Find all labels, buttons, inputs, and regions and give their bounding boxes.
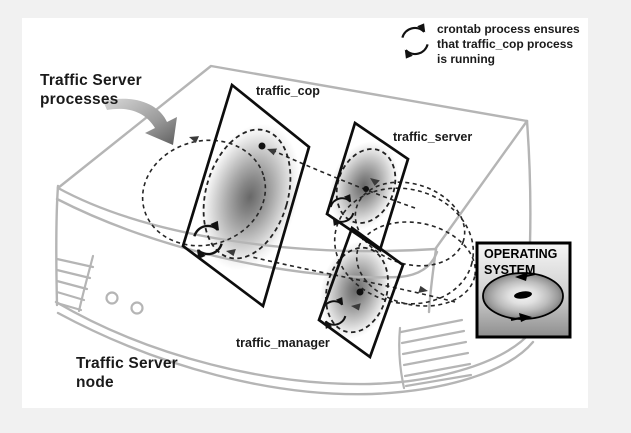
traffic-server-plane (325, 120, 410, 253)
process-planes (181, 82, 410, 360)
traffic-manager-label: traffic_manager (236, 336, 330, 350)
traffic-cop-boundary (202, 128, 292, 260)
processes-callout-label: Traffic Server processes (40, 72, 142, 108)
node-caption: Traffic Server node (76, 355, 178, 391)
legend-text: crontab process ensures that traffic_cop… (437, 22, 580, 66)
os-bottom-arrow-tail (510, 317, 521, 321)
os-bottom-arrow (519, 313, 532, 322)
traffic-manager-plane (317, 225, 405, 360)
chassis-right-back-edge (525, 119, 532, 246)
chassis-left-edge (55, 184, 60, 307)
process-glow-blobs (199, 123, 399, 340)
chassis-front-bevel-curve (55, 197, 439, 279)
power-button-2 (130, 301, 144, 315)
right-flow-loop-2 (355, 221, 477, 307)
traffic-cop-plane (181, 82, 311, 309)
traffic-cop-label: traffic_cop (256, 84, 320, 98)
legend-cycle-arrow-icon (401, 22, 428, 59)
power-button-1 (105, 291, 119, 305)
processes-callout-arrow (103, 98, 177, 145)
traffic-server-blob (329, 141, 399, 231)
chassis-bottom-curve-1 (54, 300, 533, 386)
server-chassis (54, 64, 535, 396)
operating-system-label: OPERATING SYSTEM (484, 247, 558, 277)
power-buttons (105, 291, 144, 315)
os-process-dash (514, 291, 532, 299)
traffic-cop-process-dot (258, 142, 266, 150)
chassis-bottom-curve-2 (56, 311, 535, 396)
process-flow-loops (141, 139, 477, 307)
chassis-front-right-edge (427, 247, 438, 314)
operating-system-box (475, 241, 572, 339)
right-vent-grille (398, 318, 473, 390)
traffic-server-process-dot (363, 186, 369, 192)
chassis-top-near-edge (434, 119, 529, 250)
flow-line-server-to-cop (269, 148, 416, 209)
left-vent-grille (55, 254, 95, 313)
process-dots (258, 142, 369, 296)
traffic-server-label: traffic_server (393, 130, 473, 144)
chassis-top-face (56, 64, 529, 190)
os-top-arrow (515, 272, 528, 281)
traffic-manager-process-dot (356, 288, 364, 296)
os-top-arrow-tail (525, 273, 536, 277)
left-flow-loop (141, 139, 267, 247)
flow-line-return (251, 256, 456, 303)
traffic-cop-blob (199, 123, 301, 271)
